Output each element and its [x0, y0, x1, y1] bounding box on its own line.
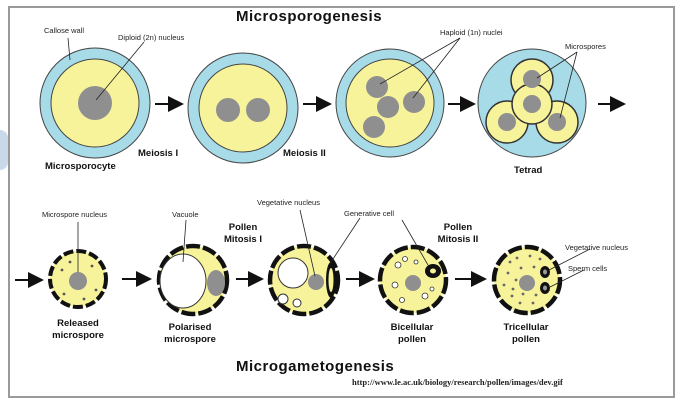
source-url: http://www.le.ac.uk/biology/research/pol… [352, 377, 563, 387]
microsporogenesis-title: Microsporogenesis [236, 8, 382, 25]
vegetative-nucleus-label-2: Vegetative nucleus [565, 243, 628, 252]
polarised-microspore-cell [159, 246, 227, 314]
tetrad-label: Tetrad [514, 165, 542, 176]
generative-cell-label: Generative cell [344, 209, 394, 218]
microsporocyte-label: Microsporocyte [45, 161, 116, 172]
nucleus [246, 98, 270, 122]
tricellular-pollen-label: Tricellular pollen [504, 322, 549, 346]
released-microspore-label: Released microspore [52, 318, 104, 342]
polarised-microspore-label: Polarised microspore [164, 322, 216, 346]
microsporocyte-cell [40, 48, 150, 158]
haploid-nucleus [403, 91, 425, 113]
dyad-cell [188, 53, 298, 163]
tetrad-cell [478, 49, 586, 157]
vacuole-label: Vacuole [172, 210, 199, 219]
nucleus [216, 98, 240, 122]
pollen-mitosis-one-cell [270, 246, 338, 314]
microgametogenesis-title: Microgametogenesis [236, 358, 394, 375]
haploid-nucleus [377, 96, 399, 118]
meiosis-two-label: Meiosis II [283, 148, 326, 159]
pollen-mitosis-one-label: Pollen Mitosis I [224, 222, 262, 246]
callose-wall-label: Callose wall [44, 26, 84, 35]
sperm-cells-label: Sperm cells [568, 264, 607, 273]
diploid-nucleus [78, 86, 112, 120]
bicellular-pollen-cell [380, 247, 446, 313]
vegetative-nucleus-label: Vegetative nucleus [257, 198, 320, 207]
meiosis-one-label: Meiosis I [138, 148, 178, 159]
microspore-nucleus-label: Microspore nucleus [42, 210, 107, 219]
microspores-label: Microspores [565, 42, 606, 51]
vacuole [160, 254, 206, 308]
pollen-mitosis-two-label: Pollen Mitosis II [438, 222, 479, 246]
bicellular-pollen-label: Bicellular pollen [391, 322, 434, 346]
haploid-nucleus [366, 76, 388, 98]
four-nuclei-cell [336, 49, 444, 157]
diploid-nucleus-label: Diploid (2n) nucleus [118, 33, 184, 42]
haploid-nucleus [363, 116, 385, 138]
tricellular-pollen-cell [494, 247, 560, 313]
haploid-nuclei-label: Haploid (1n) nuclei [440, 28, 503, 37]
